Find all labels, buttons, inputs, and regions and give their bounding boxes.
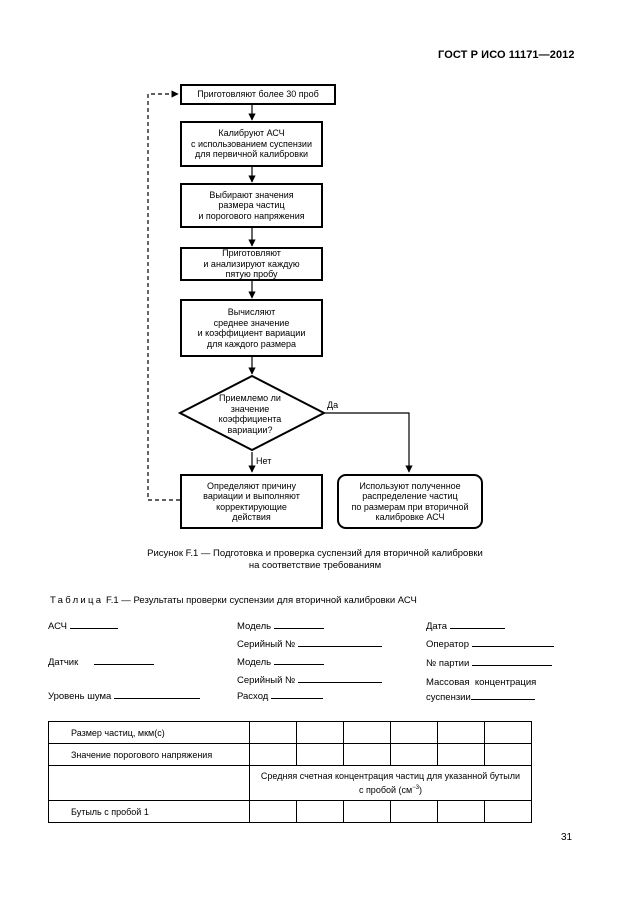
table-cell [390, 743, 438, 766]
field-model-2: Модель [237, 655, 324, 668]
concentration-header: Средняя счетная концентрация частиц для … [249, 765, 532, 801]
table-cell [48, 765, 250, 801]
table-row: Значение порогового напряжения [48, 743, 532, 766]
table-cell [343, 800, 391, 823]
field-asch: АСЧ [48, 619, 118, 632]
arrow-yes [324, 412, 413, 473]
table-row: Средняя счетная концентрация частиц для … [48, 765, 532, 801]
field-sensor: Датчик [48, 655, 155, 668]
table-cell [296, 743, 344, 766]
field-flow-rate: Расход [237, 689, 323, 702]
table-cell [296, 721, 344, 744]
row-header-sample-bottle-1: Бутыль с пробой 1 [48, 800, 250, 823]
field-model-1: Модель [237, 619, 324, 632]
field-date: Дата [426, 619, 505, 632]
row-header-particle-size: Размер частиц, мкм(c) [48, 721, 250, 744]
table-title-text: F.1 — Результаты проверки суспензии для … [103, 595, 417, 606]
field-suspension: суспензии [426, 690, 535, 703]
table-cell [249, 800, 297, 823]
page-number: 31 [561, 832, 573, 843]
table-cell [390, 800, 438, 823]
results-table: Размер частиц, мкм(c) Значение пороговог… [48, 721, 532, 823]
table-cell [484, 800, 532, 823]
field-noise-level: Уровень шума [48, 689, 200, 702]
feedback-loop [147, 90, 180, 501]
flow-step-select-values: Выбирают значения размера частиц и порог… [180, 183, 323, 228]
flow-step-calibrate: Калибруют АСЧ с использованием суспензии… [180, 121, 323, 167]
flow-step-corrective: Определяют причину вариации и выполняют … [180, 474, 323, 529]
field-serial-2: Серийный № [237, 673, 382, 686]
field-mass-concentration: Массовая концентрация [426, 677, 537, 688]
flow-step-result: Используют полученное распределение част… [337, 474, 483, 529]
table-title-prefix: Таблица [50, 595, 104, 606]
table-cell [437, 721, 485, 744]
table-cell [343, 721, 391, 744]
flowchart-connectors [147, 90, 413, 501]
decision-text: Приемлемо ли значение коэффициента вариа… [218, 393, 282, 435]
table-cell [484, 743, 532, 766]
field-operator: Оператор [426, 637, 554, 650]
table-cell [343, 743, 391, 766]
table-cell [296, 800, 344, 823]
table-cell [249, 743, 297, 766]
document-code: ГОСТ Р ИСО 11171—2012 [438, 49, 575, 61]
row-header-threshold-voltage: Значение порогового напряжения [48, 743, 250, 766]
table-cell [484, 721, 532, 744]
decision-diamond [177, 374, 327, 452]
table-cell [249, 721, 297, 744]
table-row: Бутыль с пробой 1 [48, 800, 532, 823]
flow-step-compute: Вычисляют среднее значение и коэффициент… [180, 299, 323, 357]
table-cell [437, 800, 485, 823]
table-cell [390, 721, 438, 744]
flow-step-analyze: Приготовляют и анализируют каждую пятую … [180, 247, 323, 281]
flow-step-prepare-samples: Приготовляют более 30 проб [180, 84, 336, 105]
figure-caption: Рисунок F.1 — Подготовка и проверка сусп… [147, 548, 483, 571]
no-label: Нет [256, 456, 272, 466]
table-row: Размер частиц, мкм(c) [48, 721, 532, 744]
field-batch: № партии [426, 656, 552, 669]
field-serial-1: Серийный № [237, 637, 382, 650]
table-cell [437, 743, 485, 766]
table-title: Таблица F.1 — Результаты проверки суспен… [50, 595, 417, 606]
yes-label: Да [327, 400, 339, 410]
